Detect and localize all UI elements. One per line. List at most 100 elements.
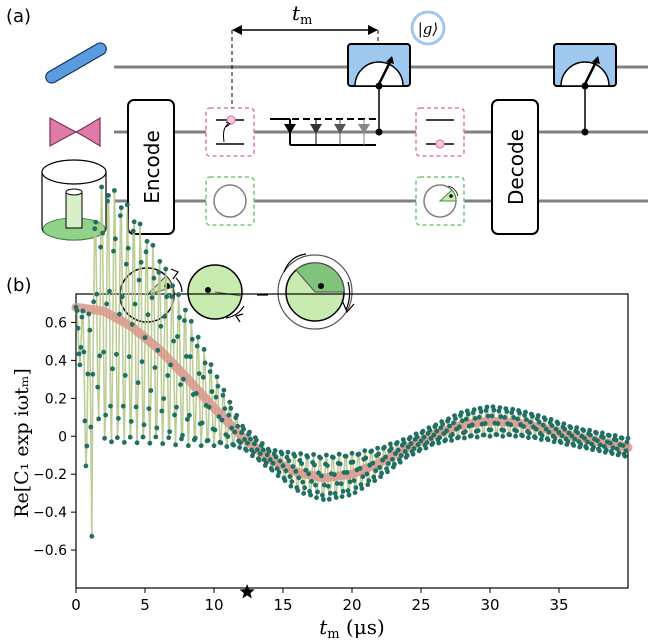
data-point <box>609 451 615 456</box>
data-point <box>520 433 525 439</box>
star-marker <box>239 584 255 599</box>
data-point <box>369 448 375 454</box>
data-point <box>322 482 327 488</box>
data-point <box>600 430 605 436</box>
data-point <box>272 448 278 453</box>
data-point <box>205 438 211 443</box>
data-point <box>137 221 143 227</box>
data-point <box>121 440 127 445</box>
data-point <box>404 452 410 458</box>
data-point <box>239 430 245 436</box>
data-point <box>77 362 83 368</box>
data-point <box>214 374 220 380</box>
data-point <box>131 219 137 225</box>
data-point <box>357 466 363 471</box>
y-tick-label: 0.4 <box>45 353 67 369</box>
data-point <box>340 488 346 494</box>
data-point <box>457 424 462 430</box>
data-point <box>276 469 282 475</box>
data-point <box>326 496 332 502</box>
panel-b-label: (b) <box>6 275 31 296</box>
data-point <box>260 447 266 453</box>
data-point <box>138 259 144 265</box>
data-point <box>228 405 234 411</box>
data-point <box>351 478 357 483</box>
data-point <box>414 434 420 440</box>
data-point <box>476 414 482 420</box>
data-point <box>584 445 589 451</box>
y-tick-label: 0.6 <box>45 315 67 331</box>
data-point <box>491 407 497 413</box>
data-point <box>199 420 205 426</box>
data-point <box>186 443 191 449</box>
data-point <box>125 245 131 251</box>
data-point <box>174 404 179 410</box>
data-point <box>394 440 400 445</box>
data-point <box>99 184 104 190</box>
control-dot-2 <box>375 128 383 136</box>
data-point <box>601 444 607 449</box>
data-point <box>463 429 468 434</box>
data-point <box>226 412 232 418</box>
data-point <box>176 292 181 298</box>
data-point <box>168 362 174 368</box>
x-tick-label: 35 <box>549 596 568 614</box>
data-point <box>187 412 192 418</box>
data-point <box>325 463 330 468</box>
x-tick-label: 0 <box>71 596 81 614</box>
x-tick-label: 30 <box>480 596 499 614</box>
data-point <box>145 312 151 318</box>
data-point <box>561 421 567 427</box>
data-point <box>344 470 350 475</box>
feedback-staircase <box>270 118 376 146</box>
data-point <box>289 479 295 484</box>
data-point <box>167 429 173 435</box>
data-point <box>93 219 99 225</box>
data-point <box>578 442 584 447</box>
data-point <box>620 443 626 448</box>
data-point <box>571 443 577 448</box>
data-point <box>218 440 224 446</box>
ancilla-state-box-2 <box>415 107 465 157</box>
data-point <box>273 454 279 460</box>
data-point <box>333 495 339 500</box>
data-point <box>528 419 533 425</box>
data-point <box>143 249 149 255</box>
data-point <box>395 447 401 453</box>
data-point <box>339 494 345 499</box>
data-point <box>74 308 80 314</box>
data-point <box>177 315 182 320</box>
data-point <box>187 354 193 360</box>
data-point <box>623 448 629 453</box>
data-point <box>613 437 619 443</box>
data-point <box>175 334 180 339</box>
data-point <box>266 448 272 454</box>
data-point <box>331 472 337 478</box>
data-point <box>293 469 299 474</box>
data-point <box>225 434 231 439</box>
data-point <box>595 438 600 444</box>
y-axis-label: Re[C₁ exp iωtₘ] <box>11 368 33 518</box>
data-point <box>252 441 257 447</box>
data-point <box>123 261 129 267</box>
data-point <box>146 406 152 411</box>
data-point <box>242 437 248 442</box>
data-point <box>164 294 170 300</box>
data-point <box>345 488 351 494</box>
data-point <box>495 421 501 426</box>
data-point <box>295 488 301 493</box>
data-point <box>192 435 198 441</box>
data-point <box>82 418 88 424</box>
data-point <box>79 314 85 320</box>
data-point <box>153 434 159 440</box>
data-point <box>149 295 155 301</box>
data-point <box>290 464 296 469</box>
data-point <box>450 432 455 437</box>
tm-interval: tm <box>231 1 379 108</box>
data-point <box>469 422 475 428</box>
data-point <box>216 414 222 419</box>
data-point <box>337 461 343 467</box>
data-point <box>514 428 519 434</box>
cavity-state-box-1 <box>205 176 255 226</box>
